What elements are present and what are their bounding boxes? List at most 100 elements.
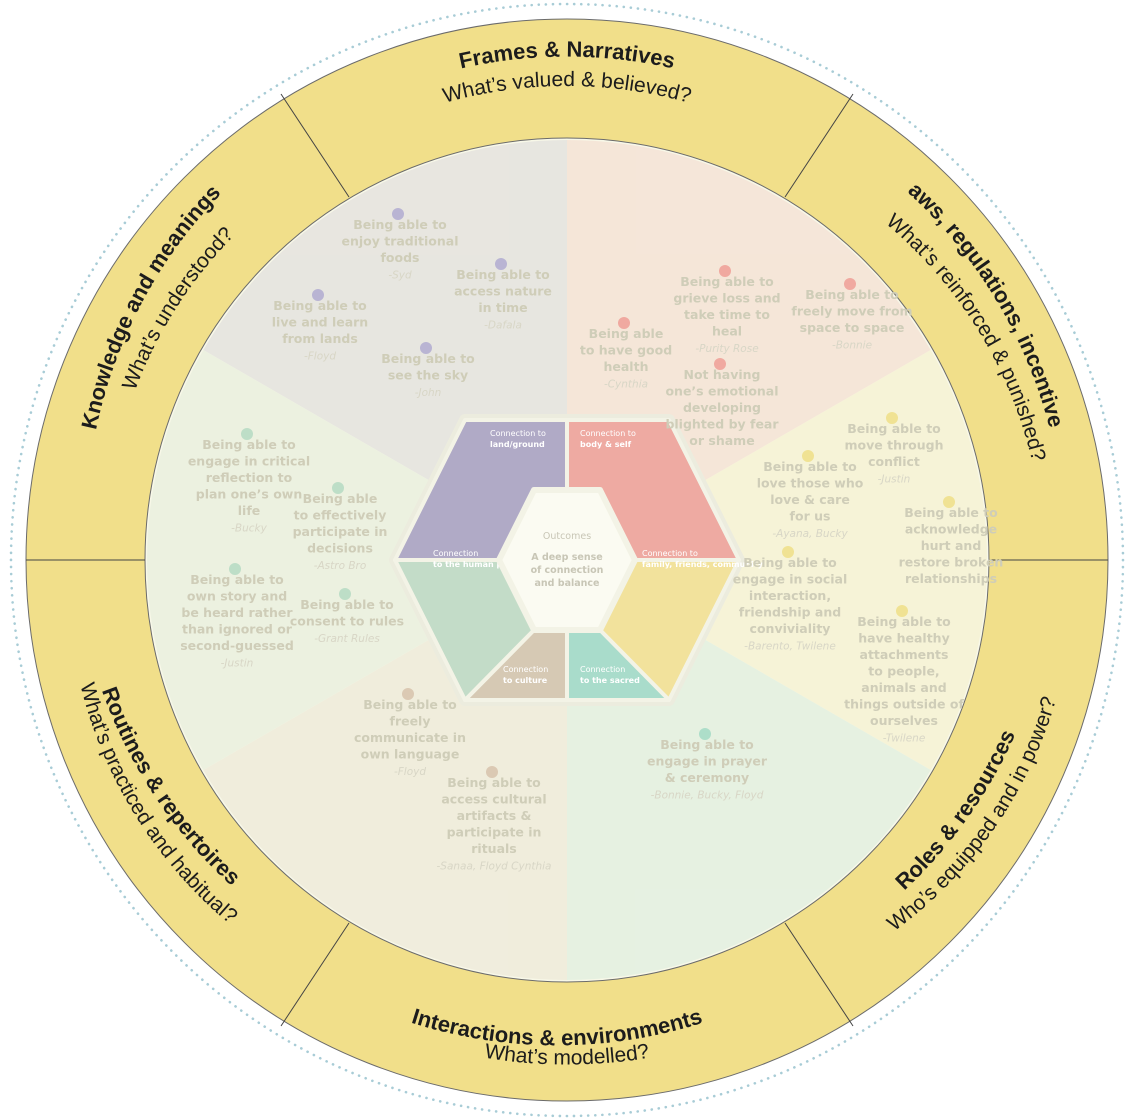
segment-label-culture: to culture [503,676,548,685]
outcome-line: Being able to [847,421,941,436]
outcome-dot [241,428,253,440]
outcome-line: Being able to [202,437,296,452]
wedge-human [147,350,567,770]
outcome-line: enjoy traditional [341,234,458,249]
outcome-line: be heard rather [181,605,293,620]
segment-prefix-body: Connection to [580,429,636,438]
outcome-line: one’s emotional [665,384,778,399]
segment-prefix-human: Connection [433,549,478,558]
outcome-dot [420,342,432,354]
outcome-line: Being able to [680,274,774,289]
segment-label-sacred: to the sacred [580,676,640,685]
outcome-attribution: -Barento, Twilene [744,641,836,653]
outcome-line: from lands [282,331,358,346]
outcome-line: space to space [800,320,905,335]
segment-prefix-land: Connection to [490,429,546,438]
outcome-attribution: -Ayana, Bucky [772,528,848,540]
outcome-line: interaction, [749,588,831,603]
outcome-line: Being able to [857,614,951,629]
center-line-1: A deep sense [531,552,602,563]
outcome-line: consent to rules [290,614,404,629]
outcome-dot [495,258,507,270]
outcome-line: for us [790,509,831,524]
outcome-attribution: -Justin [878,474,911,486]
outcome-attribution: -Bonnie [832,340,872,352]
outcome-line: friendship and [739,605,841,620]
outcome-attribution: -Dafala [484,320,522,332]
outcome-line: & ceremony [665,770,749,785]
outcome-line: to have good [580,343,672,358]
outcome-line: blighted by fear [665,417,779,432]
outcome-attribution: -Syd [388,270,412,282]
outcome-line: relationships [905,571,997,586]
outcome-line: Being able to [381,351,475,366]
outcome-dot [719,265,731,277]
outcome-line: or shame [689,433,754,448]
outcome-line: Being able to [743,555,837,570]
dotted-outer-border [9,2,1125,1118]
outcome-line: move through [845,438,944,453]
outcome-line: attachments [860,647,949,662]
outcome-line: heal [712,324,742,339]
outcome-dot [229,563,241,575]
segment-prefix-sacred: Connection [580,665,625,674]
outcome-dot [896,605,908,617]
outcome-line: engage in prayer [647,754,768,769]
center-heading: Outcomes [543,531,591,542]
outcome-attribution: -Bonnie, Bucky, Floyd [651,790,764,802]
outcome-line: Being able [303,491,378,506]
outcome-line: Being able to [447,775,541,790]
outcome-dot [392,208,404,220]
outcome-line: conflict [868,454,920,469]
outcome-line: own language [361,747,460,762]
outcome-line: communicate in [354,730,466,745]
outcome-dot [312,289,324,301]
outcome-line: participate in [447,825,542,840]
outcome-line: rituals [471,841,516,856]
outcome-line: Being able to [805,287,899,302]
segment-prefix-culture: Connection [503,665,548,674]
outcome-line: restore broken [899,555,1004,570]
outcome-line: Being able to [904,505,998,520]
outcome-dot [618,317,630,329]
hexagon-center [496,487,638,633]
outcome-line: access nature [454,284,552,299]
outcome-line: Being able to [456,267,550,282]
outcome-dot [339,588,351,600]
outcome-line: acknowledge [905,522,997,537]
segment-prefix-family: Connection to [642,549,698,558]
wedge-family [567,350,987,770]
outcome-dot [699,728,711,740]
outcome-line: developing [683,400,761,415]
outcome-line: to people, [868,664,939,679]
outcome-line: reflection to [206,470,293,485]
outcome-line: things outside of [844,697,964,712]
outcome-attribution: -Purity Rose [695,343,758,355]
center-line-2: of connection [531,565,604,576]
outcome-line: Being able to [763,459,857,474]
outcome-line: hurt and [921,538,982,553]
segment-label-land: land/ground [490,440,545,449]
outcome-line: Being able to [273,298,367,313]
outcome-line: decisions [307,541,373,556]
outcome-line: Being able to [190,572,284,587]
outcome-line: Not having [684,367,761,382]
outcome-line: live and learn [272,315,368,330]
outcome-line: artifacts & [457,808,532,823]
outcome-line: to effectively [294,508,387,523]
